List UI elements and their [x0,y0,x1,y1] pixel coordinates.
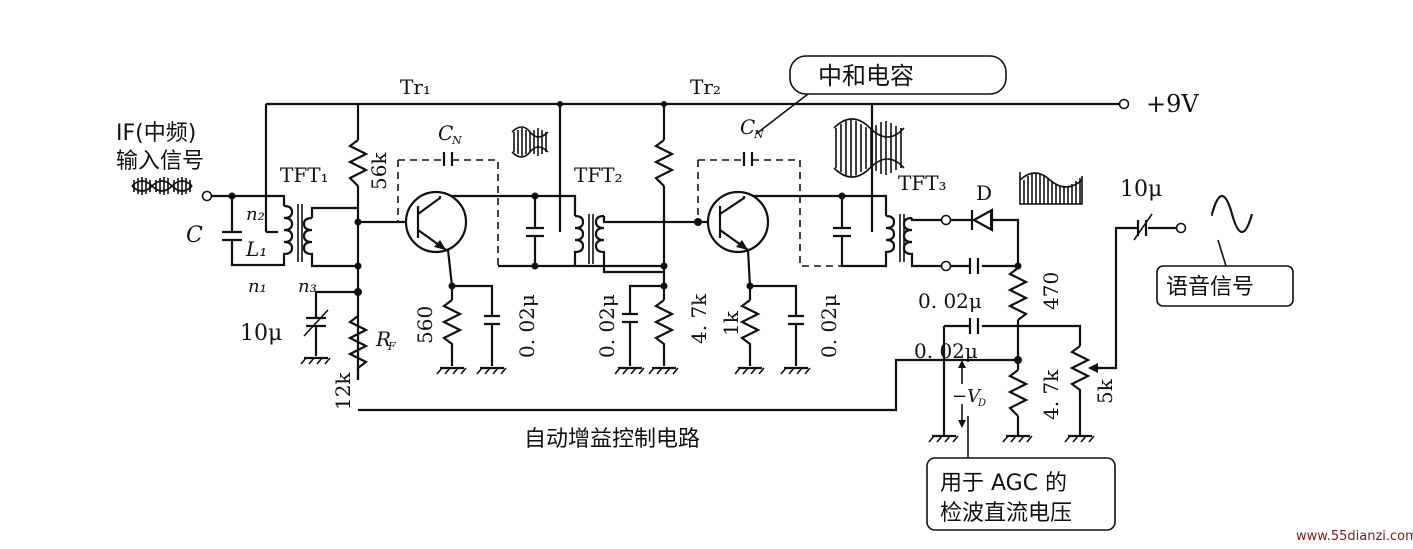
c10u-right-label: 10μ [1120,177,1162,202]
tft3-waveform-icon [833,118,905,178]
transformer-tft1 [282,204,314,262]
tr2-label: Tr₂ [690,75,721,99]
resistor-56k [347,139,369,187]
cn1-subscript: N [451,134,462,147]
r5k-label: 5k [1093,378,1117,404]
if-input-label-line1: IF(中频) [116,121,196,146]
vd-label: −V [952,386,982,407]
agc-circuit-label: 自动增益控制电路 [524,427,700,452]
diode-d [970,208,994,232]
c002-a-label: 0. 02μ [515,294,539,358]
r470-label: 470 [1039,272,1063,310]
junction-dots [228,101,1022,364]
resistor-4k7-b [1007,369,1029,417]
tft2-waveform-icon [511,126,549,158]
supply-label: +9V [1146,90,1199,118]
c002-c-label: 0. 02μ [817,294,841,358]
n2-label: n₂ [246,204,265,225]
tft2-label: TFT₂ [574,163,623,187]
cn2-subscript: N [753,128,764,141]
n3-label: n₃ [298,276,317,297]
speech-output-terminal [1175,222,1187,234]
r560-label: 560 [413,306,437,344]
c002-e-label: 0. 02μ [914,339,978,363]
r12k-label: 12k [331,372,355,410]
if-input-waveform-icon [131,177,193,195]
cn2-label: C [740,115,755,139]
tft3-label: TFT₃ [898,171,947,195]
c002-b-label: 0. 02μ [595,294,619,358]
tr1-label: Tr₁ [400,75,431,99]
resistor-470 [1007,267,1029,321]
resistor-rf [347,315,369,380]
c-label: C [186,223,203,248]
potentiometer-5k [1069,345,1091,396]
r47k-a-label: 4. 7k [687,293,711,344]
transistor-tr2 [706,190,770,254]
callouts [755,55,1294,531]
speech-label: 语音信号 [1166,275,1254,300]
transformer-tft2 [573,214,606,266]
neutral-cap-label: 中和电容 [818,62,914,90]
diode-label: D [976,181,992,205]
resistor-4k7-a [653,299,675,366]
rf-label: R [375,327,391,351]
neutral-cap-callout-box [789,55,1007,95]
cn1-label: C [438,121,453,145]
supply-terminal [1118,98,1130,110]
transformer-tft3 [884,214,952,272]
waveform-icons [131,118,1254,234]
l1-label: L₁ [245,237,267,261]
transistor-tr1 [404,190,468,254]
rf-subscript: F [387,340,396,353]
speech-sine-icon [1210,194,1254,234]
n1-label: n₁ [248,276,267,297]
agc-note-line2: 检波直流电压 [940,501,1072,526]
speech-callout-box [1156,265,1294,307]
detected-envelope-icon [1019,172,1083,205]
agc-note-callout-box [926,457,1116,531]
resistor-560 [441,299,463,366]
if-input-label-line2: 输入信号 [116,149,204,174]
c10u-left-label: 10μ [240,321,282,346]
r56k-label: 56k [367,152,391,190]
vd-subscript: D [977,398,986,409]
resistor-1k [739,299,761,366]
c002-d-label: 0. 02μ [918,289,982,313]
text-labels: Tr₁ Tr₂ +9V 中和电容 IF(中频) 输入信号 TFT₁ TFT₂ T… [116,62,1413,544]
resistor-560-top [653,139,675,187]
resistors [347,139,1100,417]
watermark: www.55dianzi.com [1296,529,1413,544]
if-input-terminal [201,190,213,202]
ground-symbols [300,356,1095,443]
r1k-label: 1k [719,310,743,336]
cn1-plates [442,152,454,166]
agc-note-line1: 用于 AGC 的 [940,471,1067,496]
r47k-b-label: 4. 7k [1039,369,1063,420]
tft1-label: TFT₁ [280,163,329,187]
capacitors [222,152,1153,366]
